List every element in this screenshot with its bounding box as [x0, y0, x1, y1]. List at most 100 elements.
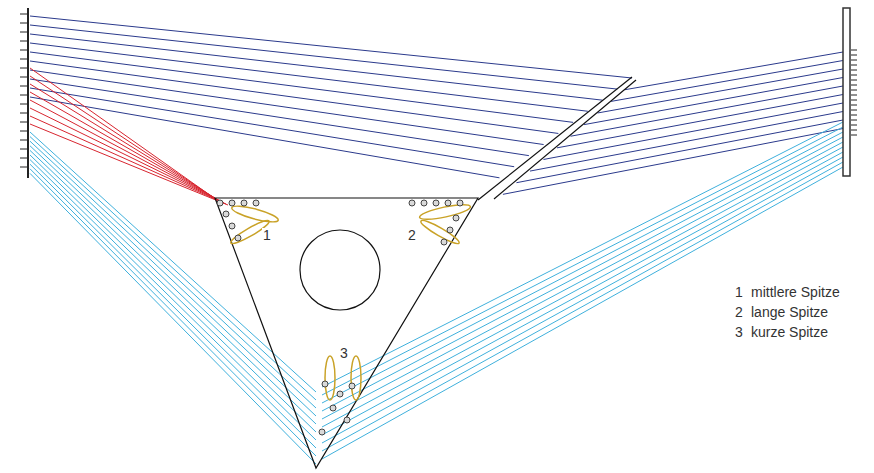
cable-line — [851, 125, 857, 126]
legend-text: lange Spitze — [750, 305, 829, 320]
cable-line — [322, 137, 843, 411]
cable-line — [851, 130, 857, 131]
legend-number: 1 — [734, 285, 744, 300]
clamp-mark — [409, 200, 415, 206]
cable-line — [20, 122, 28, 123]
cable-line — [30, 169, 316, 456]
cable-line — [30, 76, 216, 199]
cable-line — [851, 80, 857, 81]
cable-line — [322, 162, 843, 451]
clamp-mark — [457, 200, 463, 206]
clamp-mark — [433, 200, 439, 206]
cable-line — [30, 164, 316, 448]
callout-number: 2 — [407, 228, 417, 243]
clamp-mark — [337, 391, 343, 397]
cable-line — [851, 110, 857, 111]
clamp-mark — [217, 200, 223, 206]
cable-line — [322, 132, 843, 403]
strut — [494, 80, 636, 199]
cable-line — [20, 95, 28, 96]
cable-line — [851, 115, 857, 116]
cable-line — [851, 100, 857, 101]
callout-number: 1 — [262, 228, 272, 243]
clamp-mark — [447, 227, 453, 233]
clamp-marks — [217, 200, 463, 435]
clamp-mark — [319, 429, 325, 435]
clamp-mark — [223, 211, 229, 217]
cable-line — [30, 43, 588, 111]
cable-line — [30, 160, 316, 440]
cable-line — [20, 41, 28, 42]
cable-line — [20, 86, 28, 87]
cable-line — [20, 59, 28, 60]
callout-number: 3 — [339, 346, 349, 361]
clamp-mark — [241, 200, 247, 206]
cable-line — [30, 88, 514, 167]
clamp-mark — [453, 215, 459, 221]
cable-line — [30, 141, 316, 408]
cable-line — [30, 92, 220, 201]
cable-line — [30, 25, 617, 89]
cable-line — [851, 55, 857, 56]
cable-line — [20, 113, 28, 114]
cable-line — [851, 90, 857, 91]
cable-line — [851, 65, 857, 66]
cable-line — [20, 149, 28, 150]
cable-line — [30, 52, 573, 122]
clamp-mark — [330, 405, 336, 411]
clamp-mark — [253, 200, 259, 206]
cable-line — [30, 61, 558, 133]
cable-line — [20, 131, 28, 132]
cable-line — [625, 52, 843, 90]
cable-line — [30, 68, 214, 198]
cable-line — [322, 147, 843, 427]
cable-line — [20, 23, 28, 24]
cable-line — [322, 142, 843, 419]
cable-line — [30, 173, 316, 464]
cables — [20, 14, 857, 464]
cable-line — [851, 60, 857, 61]
clamp-mark — [445, 200, 451, 206]
cable-line — [20, 32, 28, 33]
clamp-mark — [441, 239, 447, 245]
cable-line — [20, 167, 28, 168]
cable-line — [598, 69, 843, 113]
right-anchor-wall — [843, 8, 850, 176]
cable-line — [30, 137, 316, 400]
cable-line — [30, 116, 226, 204]
cable-line — [20, 14, 28, 15]
cable-line — [851, 85, 857, 86]
cable-line — [30, 155, 316, 432]
legend-number: 3 — [734, 325, 744, 340]
cable-line — [851, 105, 857, 106]
cable-line — [20, 158, 28, 159]
strut — [478, 77, 632, 200]
left-anchor-wall — [27, 8, 29, 178]
triangle-frame — [215, 198, 478, 468]
cable-line — [20, 104, 28, 105]
clamp-mark — [344, 417, 350, 423]
cable-line — [20, 68, 28, 69]
cable-line — [30, 146, 316, 416]
legend-text: mittlere Spitze — [750, 285, 841, 300]
tip-details — [229, 202, 472, 400]
cable-line — [30, 70, 544, 145]
cable-line — [322, 127, 843, 395]
clamp-mark — [322, 381, 328, 387]
cable-line — [851, 95, 857, 96]
clamp-mark — [229, 200, 235, 206]
cable-line — [20, 50, 28, 51]
cable-line — [322, 122, 843, 387]
clamp-mark — [421, 200, 427, 206]
clamp-mark — [349, 383, 355, 389]
cable-line — [611, 61, 843, 102]
cable-line — [322, 152, 843, 435]
clamp-mark — [229, 223, 235, 229]
cable-line — [851, 70, 857, 71]
cable-line — [30, 34, 603, 100]
clamp-mark — [235, 235, 241, 241]
legend-number: 2 — [734, 305, 744, 320]
cable-line — [20, 77, 28, 78]
